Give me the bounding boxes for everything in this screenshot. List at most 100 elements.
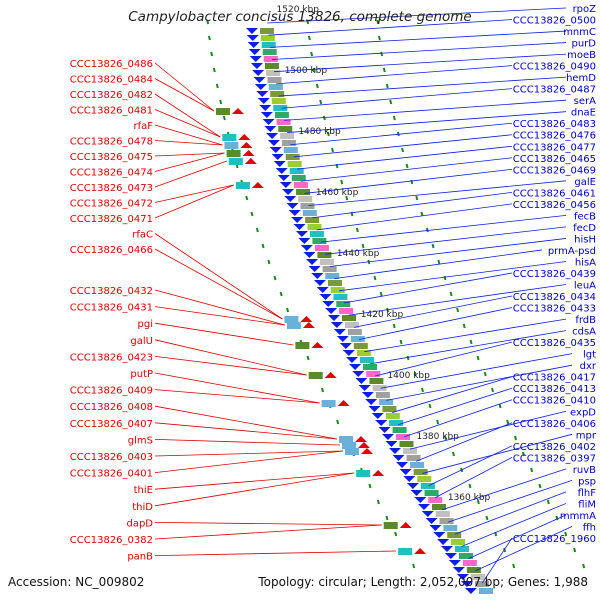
label-leader-line — [154, 450, 343, 457]
track-tick — [267, 259, 271, 265]
gene-block — [417, 476, 432, 482]
label-leader-line — [154, 550, 397, 556]
gene-label-left: putP — [130, 369, 153, 380]
gene-label-right: prmA-psd — [548, 246, 596, 257]
gene-label-right: mpr — [576, 430, 597, 441]
forward-gene-arrow — [251, 182, 264, 188]
gene-block — [325, 273, 340, 279]
label-leader-line — [348, 284, 567, 316]
gene-block — [420, 483, 435, 489]
reverse-gene-arrow — [425, 518, 438, 524]
gene-label-left: CCC13826_0401 — [70, 469, 153, 480]
gene-block — [369, 378, 384, 384]
track-tick — [555, 515, 559, 521]
track-tick — [573, 547, 577, 553]
reverse-gene-arrow — [330, 322, 343, 328]
gene-label-right: galE — [574, 177, 596, 188]
reverse-gene-arrow — [286, 203, 299, 209]
reverse-gene-arrow — [368, 406, 381, 412]
reverse-gene-arrow — [266, 133, 279, 139]
forward-gene-arrow — [414, 548, 427, 554]
track-tick — [483, 371, 487, 377]
label-leader-line — [308, 180, 567, 207]
track-tick — [373, 275, 377, 281]
label-leader-line — [422, 433, 573, 474]
label-leader-line — [434, 456, 513, 499]
label-leader-line — [454, 491, 567, 535]
track-tick — [273, 275, 277, 281]
label-leader-line — [154, 389, 320, 404]
gene-label-right: CCC13826_0469 — [513, 165, 596, 176]
gene-block — [314, 245, 329, 251]
gene-label-right: CCC13826_0487 — [513, 85, 596, 96]
reverse-gene-arrow — [371, 413, 384, 419]
gene-block — [432, 504, 447, 510]
track-tick — [415, 195, 419, 201]
reverse-gene-arrow — [275, 168, 288, 174]
reverse-gene-arrow — [246, 35, 259, 41]
gene-label-right: CCC13826_0433 — [513, 304, 596, 315]
scale-label: 1400 kbp — [387, 371, 430, 381]
reverse-gene-arrow — [342, 350, 355, 356]
gene-block — [305, 217, 320, 223]
gene-label-right: mmmA — [560, 511, 596, 522]
label-leader-line — [392, 376, 513, 413]
scale-label: 1500 kbp — [285, 66, 328, 76]
label-leader-line — [338, 261, 567, 292]
track-tick — [389, 99, 393, 105]
genes-label: ; Genes: — [500, 575, 554, 589]
gene-block — [382, 406, 397, 412]
gene-block — [451, 539, 466, 545]
track-tick — [219, 99, 223, 105]
label-leader-line — [334, 249, 543, 280]
track-tick — [392, 115, 396, 121]
label-leader-line — [154, 439, 340, 446]
gene-block — [284, 316, 299, 323]
track-tick — [506, 419, 510, 425]
track-tick — [310, 51, 314, 57]
gene-block — [273, 105, 288, 111]
gene-block — [375, 392, 390, 398]
gene-block — [439, 518, 454, 524]
track-tick — [321, 387, 324, 393]
track-tick — [340, 179, 344, 185]
gene-label-left: CCC13826_0409 — [70, 386, 153, 397]
forward-gene-arrow — [354, 436, 367, 442]
gene-block — [454, 546, 469, 552]
track-tick — [279, 291, 283, 297]
track-tick — [405, 163, 409, 169]
gene-block — [268, 84, 283, 90]
gene-block — [462, 560, 477, 566]
label-leader-line — [273, 53, 567, 73]
gene-label-right: ruvB — [573, 465, 596, 476]
gene-label-left: rfaF — [133, 121, 153, 132]
track-tick — [210, 51, 214, 57]
forward-gene-arrow — [372, 470, 385, 476]
gene-block — [267, 77, 282, 83]
label-leader-line — [284, 99, 567, 121]
gene-label-right: CCC13826_0461 — [513, 188, 596, 199]
gene-block — [356, 350, 371, 356]
gene-block — [350, 336, 365, 342]
gene-label-left: CCC13826_0403 — [70, 452, 153, 463]
gene-block — [286, 322, 301, 329]
gene-block — [317, 252, 332, 258]
label-leader-line — [329, 238, 567, 267]
forward-gene-arrow — [311, 342, 324, 348]
gene-label-left: CCC13826_0472 — [70, 199, 153, 210]
gene-block — [222, 134, 237, 141]
gene-block — [356, 470, 371, 477]
gene-block — [389, 420, 404, 426]
gene-block — [341, 442, 356, 449]
track-tick — [485, 515, 489, 521]
track-tick — [222, 115, 226, 121]
label-leader-line — [468, 514, 567, 560]
accession-label: Accession: NC_009802 — [8, 575, 145, 589]
gene-label-left: CCC13826_0471 — [70, 214, 153, 225]
reverse-gene-arrow — [361, 392, 374, 398]
reverse-gene-arrow — [259, 105, 272, 111]
gene-block — [447, 532, 462, 538]
gene-block — [307, 224, 322, 230]
gene-block — [413, 469, 428, 475]
